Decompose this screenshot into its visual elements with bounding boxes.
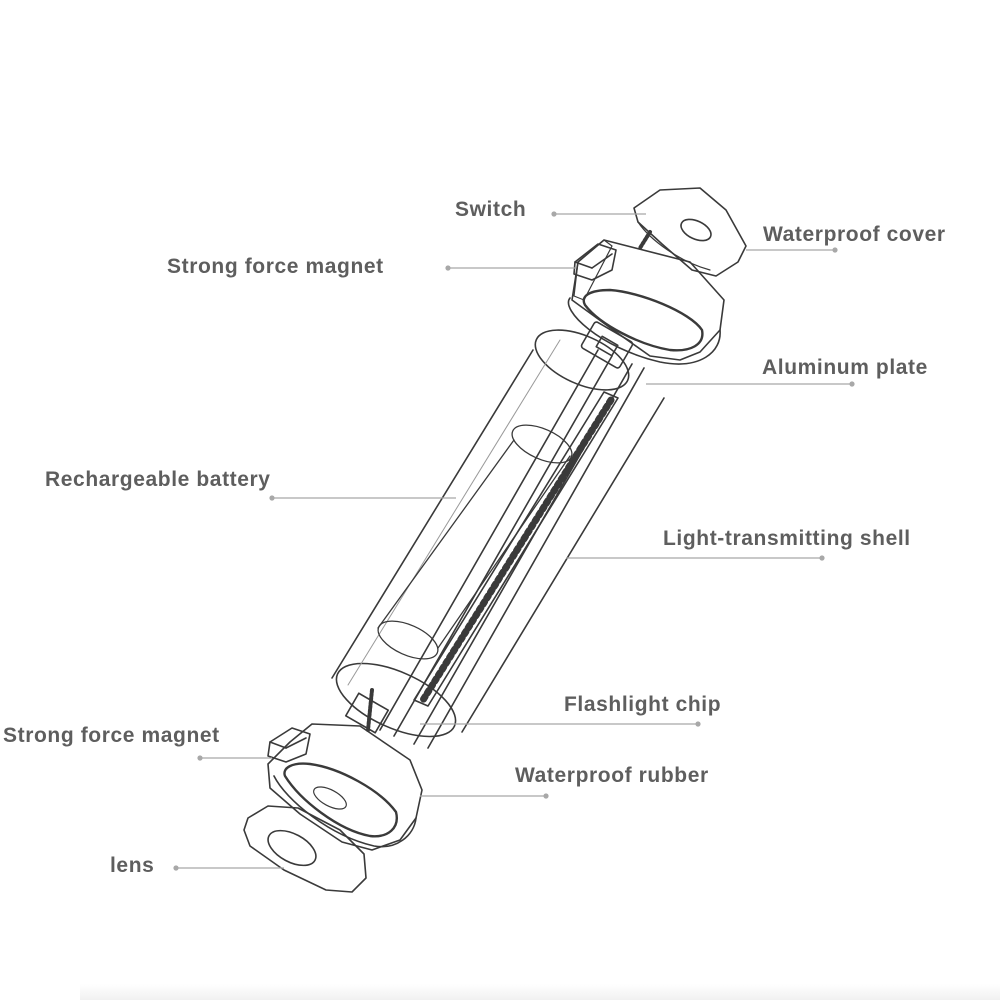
bottom-magnet: [267, 727, 311, 763]
switch-part: [638, 230, 652, 250]
rechargeable-battery: [377, 424, 573, 660]
top-magnet: [573, 243, 617, 281]
leader-battery: [269, 495, 456, 501]
leader-magnet-bottom: [197, 755, 272, 761]
flashlight-chip: [413, 391, 619, 707]
label-flashlight-chip: Flashlight chip: [564, 693, 722, 716]
bottom-shade-band: [80, 984, 1000, 1000]
leader-lens: [173, 865, 284, 871]
label-strong-force-magnet-bottom: Strong force magnet: [3, 724, 220, 747]
leader-rubber: [420, 793, 549, 799]
label-switch: Switch: [455, 198, 527, 221]
label-aluminum-plate: Aluminum plate: [762, 356, 928, 379]
label-light-transmitting-shell: Light-transmitting shell: [663, 527, 911, 550]
leader-magnet-top: [445, 265, 576, 271]
lens-part: [243, 805, 367, 893]
label-waterproof-rubber: Waterproof rubber: [515, 764, 709, 787]
top-cap: [567, 239, 725, 365]
leader-chip: [420, 721, 701, 727]
leader-shell: [566, 555, 825, 561]
leader-aluminum: [646, 381, 855, 387]
leader-waterproof-cover: [746, 247, 838, 253]
bottom-cap: [267, 688, 423, 851]
label-lens: lens: [110, 854, 155, 877]
leader-switch: [551, 211, 646, 217]
waterproof-cover: [633, 187, 747, 277]
label-waterproof-cover: Waterproof cover: [763, 223, 946, 246]
label-rechargeable-battery: Rechargeable battery: [45, 468, 271, 491]
light-transmitting-shell: [331, 329, 665, 738]
label-strong-force-magnet-top: Strong force magnet: [167, 255, 384, 278]
